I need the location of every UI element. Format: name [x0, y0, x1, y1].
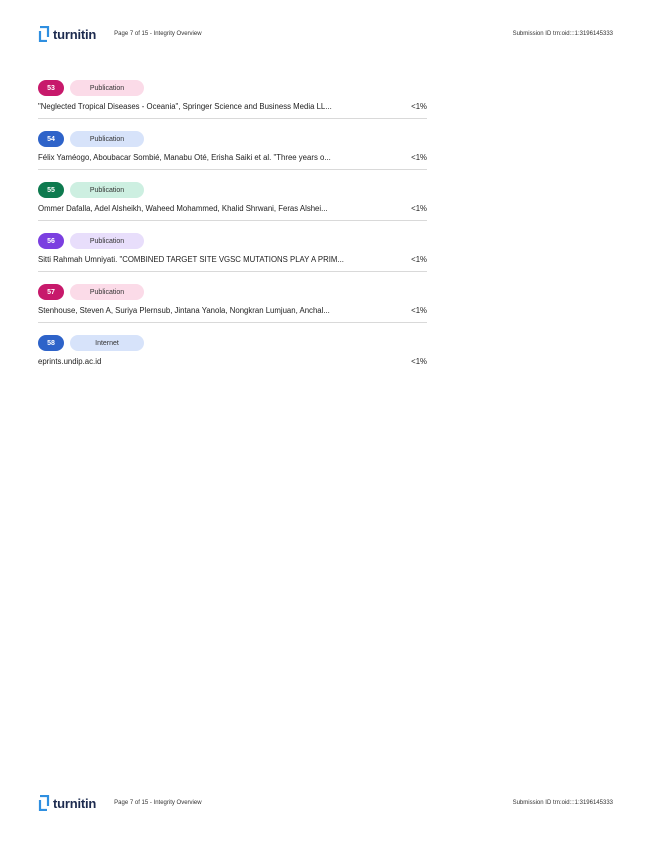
turnitin-logo: turnitin	[38, 26, 96, 42]
submission-id: Submission ID trn:oid:::1:3196145333	[512, 31, 613, 37]
source-number-badge: 55	[38, 182, 64, 198]
source-type-tag: Publication	[70, 182, 144, 198]
page-footer: turnitin Page 7 of 15 - Integrity Overvi…	[38, 793, 613, 813]
turnitin-mark-icon	[38, 795, 50, 811]
divider	[38, 220, 427, 221]
source-percent: <1%	[411, 356, 427, 366]
source-percent: <1%	[411, 152, 427, 162]
divider	[38, 118, 427, 119]
source-number-badge: 53	[38, 80, 64, 96]
brand-name: turnitin	[53, 795, 97, 811]
page-header: turnitin Page 7 of 15 - Integrity Overvi…	[38, 24, 613, 44]
turnitin-mark-icon	[38, 26, 50, 42]
source-title[interactable]: Ommer Dafalla, Adel Alsheikh, Waheed Moh…	[38, 203, 328, 213]
source-entry[interactable]: 54 Publication Félix Yaméogo, Aboubacar …	[38, 131, 427, 182]
source-type-tag: Publication	[70, 131, 144, 147]
source-title[interactable]: "Neglected Tropical Diseases - Oceania",…	[38, 101, 332, 111]
source-type-tag: Publication	[70, 233, 144, 249]
source-type-tag: Publication	[70, 80, 144, 96]
divider	[38, 169, 427, 170]
source-list: 53 Publication "Neglected Tropical Disea…	[38, 80, 427, 386]
source-type-tag: Internet	[70, 335, 144, 351]
source-percent: <1%	[411, 203, 427, 213]
source-title[interactable]: eprints.undip.ac.id	[38, 356, 102, 366]
source-entry[interactable]: 53 Publication "Neglected Tropical Disea…	[38, 80, 427, 131]
source-title[interactable]: Félix Yaméogo, Aboubacar Sombié, Manabu …	[38, 152, 331, 162]
source-entry[interactable]: 58 Internet eprints.undip.ac.id <1%	[38, 335, 427, 386]
source-title[interactable]: Stenhouse, Steven A, Suriya Plernsub, Ji…	[38, 305, 330, 315]
source-percent: <1%	[411, 305, 427, 315]
page-info: Page 7 of 15 - Integrity Overview	[114, 31, 202, 37]
source-entry[interactable]: 56 Publication Sitti Rahmah Umniyati. "C…	[38, 233, 427, 284]
brand-name: turnitin	[53, 26, 97, 42]
page-info: Page 7 of 15 - Integrity Overview	[114, 800, 202, 806]
source-percent: <1%	[411, 254, 427, 264]
source-number-badge: 58	[38, 335, 64, 351]
turnitin-logo: turnitin	[38, 795, 96, 811]
source-number-badge: 56	[38, 233, 64, 249]
divider	[38, 322, 427, 323]
source-title[interactable]: Sitti Rahmah Umniyati. "COMBINED TARGET …	[38, 254, 344, 264]
source-percent: <1%	[411, 101, 427, 111]
submission-id: Submission ID trn:oid:::1:3196145333	[512, 800, 613, 806]
source-entry[interactable]: 55 Publication Ommer Dafalla, Adel Alshe…	[38, 182, 427, 233]
divider	[38, 271, 427, 272]
source-number-badge: 57	[38, 284, 64, 300]
source-entry[interactable]: 57 Publication Stenhouse, Steven A, Suri…	[38, 284, 427, 335]
source-number-badge: 54	[38, 131, 64, 147]
source-type-tag: Publication	[70, 284, 144, 300]
